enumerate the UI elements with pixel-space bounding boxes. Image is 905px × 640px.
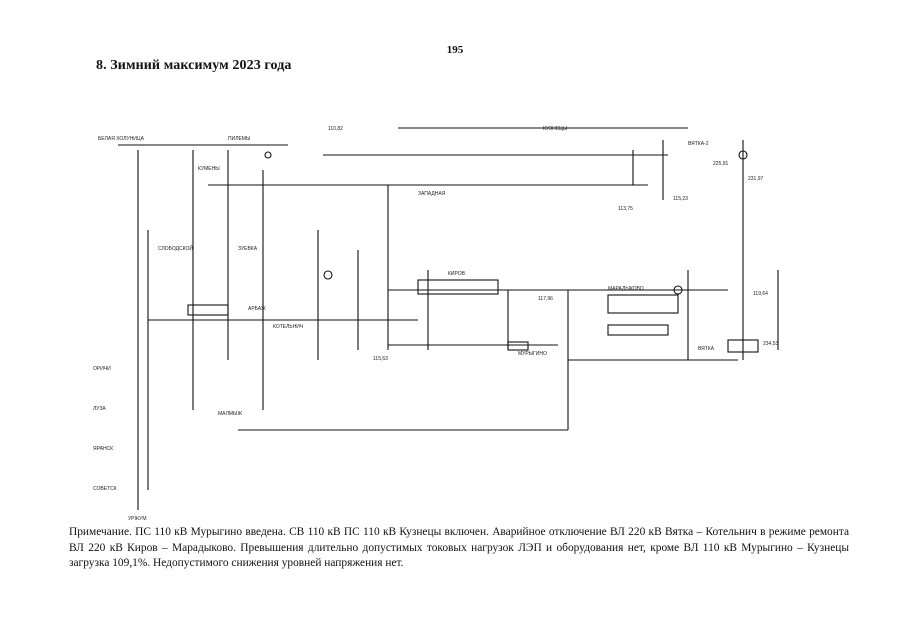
- diagram-label: БЕЛАЯ ХОЛУНИЦА: [98, 136, 145, 142]
- diagram-label: 113,75: [618, 206, 633, 212]
- diagram-label: КУМЕНЫ: [198, 166, 220, 172]
- diagram-label: 231,97: [748, 176, 764, 182]
- diagram-label: 115,23: [673, 196, 688, 202]
- diagram-label: 234,53: [763, 341, 779, 347]
- diagram-label: ЛУЗА: [93, 406, 106, 412]
- note-paragraph: Примечание. ПС 110 кВ Мурыгино введена. …: [69, 526, 849, 570]
- diagram-label: УРЖУМ: [128, 516, 147, 522]
- diagram-label: КУЗНЕЦЫ: [543, 126, 568, 132]
- diagram-label: ВЯТКА-2: [688, 141, 709, 147]
- diagram-label: ПИЛЕМЫ: [228, 136, 251, 142]
- diagram-label: МАРАДЫКОВО: [608, 286, 644, 292]
- diagram-label: СЛОБОДСКОЙ: [158, 244, 193, 252]
- diagram-label: ОРИЧИ: [93, 366, 111, 372]
- diagram-label: ВЯТКА: [698, 346, 715, 352]
- diagram-label: ЯРАНСК: [93, 446, 113, 452]
- diagram-label: 115,63: [373, 356, 388, 362]
- page-number: 195: [446, 44, 464, 56]
- diagram-label: ЗУЕВКА: [238, 246, 258, 252]
- diagram-label: 117,96: [538, 296, 553, 302]
- diagram-label: МУРЫГИНО: [518, 351, 547, 357]
- diagram-label: 119,64: [753, 291, 768, 297]
- section-title: 8. Зимний максимум 2023 года: [96, 58, 292, 73]
- diagram-label: АРБАЖ: [248, 306, 266, 312]
- diagram-label: 225,91: [713, 161, 729, 167]
- diagram-label: КОТЕЛЬНИЧ: [273, 324, 303, 330]
- power-network-diagram: ПИЛЕМЫ 110,82 КОТЕЛЬНИЧ ВЯТКА КИРОВ МАРА…: [93, 126, 779, 522]
- diagram-label: КИРОВ: [448, 271, 466, 277]
- diagram-label: МАЛМЫЖ: [218, 411, 242, 417]
- diagram-label: ЗАПАДНАЯ: [418, 191, 446, 197]
- diagram-label: 110,82: [328, 126, 343, 132]
- diagram-label: СОВЕТСК: [93, 486, 117, 492]
